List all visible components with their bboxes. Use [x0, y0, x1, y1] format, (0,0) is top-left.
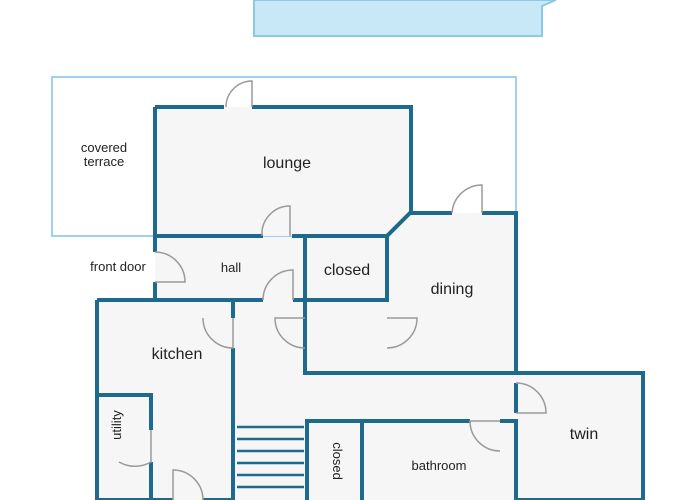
floor-areas: [97, 107, 643, 500]
stairs: [237, 425, 304, 489]
dining-terrace-door: [451, 184, 483, 214]
lounge-label: lounge: [263, 155, 311, 172]
pool: [253, 0, 557, 37]
closed-upper-label: closed: [324, 262, 370, 279]
closet-door-right: [386, 317, 418, 349]
doors: [118, 80, 547, 500]
utility-label: utility: [109, 410, 124, 440]
closed-lower-label: closed: [330, 442, 345, 480]
hall-lounge-door: [261, 205, 291, 237]
dining-label: dining: [431, 281, 474, 298]
utility-door: [118, 430, 152, 468]
kitchen-label: kitchen: [152, 346, 203, 363]
front-door: [154, 251, 186, 283]
kitchen-door: [202, 317, 234, 349]
twin-door: [515, 382, 547, 414]
hall-label: hall: [221, 260, 241, 275]
bathroom-label: bathroom: [412, 458, 467, 473]
covered-terrace-label-line1: covered: [81, 140, 127, 155]
covered-terrace-label-line2: terrace: [84, 154, 124, 169]
lounge-terrace-door: [225, 80, 253, 108]
hall-corridor-door: [262, 269, 294, 301]
front-door-label: front door: [90, 259, 146, 274]
kitchen-bottom-door: [172, 469, 204, 500]
bathroom-door: [469, 420, 501, 452]
twin-label: twin: [570, 426, 598, 443]
closet-door-left: [274, 317, 306, 349]
walls: [95, 105, 645, 500]
